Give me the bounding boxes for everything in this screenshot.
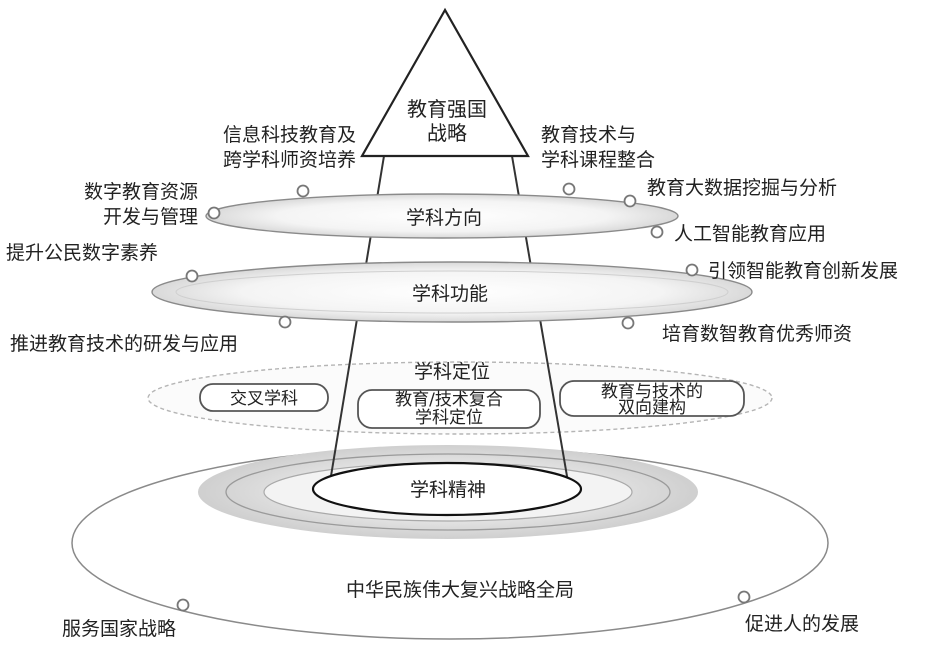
apex-label-line2: 战略 — [427, 121, 467, 145]
direction-disc — [205, 193, 679, 239]
label-direction-top-right-line2: 学科课程整合 — [541, 149, 655, 171]
label-function-right-lower: 培育数智教育优秀师资 — [662, 323, 852, 345]
node-function-left-upper — [185, 269, 199, 283]
function-disc-back — [175, 270, 729, 314]
node-function-right-upper — [685, 263, 699, 277]
label-direction-left-line1: 数字教育资源 — [84, 181, 198, 203]
node-function-right-lower — [621, 316, 635, 330]
positioning-pill-interdisciplinary-text: 交叉学科 — [230, 389, 298, 409]
spirit-ring-middle — [225, 453, 671, 531]
node-direction-top-left — [296, 184, 310, 198]
function-disc — [151, 261, 753, 323]
label-direction-top-left-line1: 信息科技教育及 — [223, 124, 356, 146]
layer-direction-label: 学科方向 — [406, 207, 482, 229]
label-direction-right-upper: 教育大数据挖掘与分析 — [647, 177, 837, 199]
node-direction-right-lower — [650, 225, 664, 239]
node-direction-right-upper — [623, 194, 637, 208]
node-direction-left — [207, 206, 221, 220]
label-direction-right-lower: 人工智能教育应用 — [674, 223, 826, 245]
positioning-pill-composite — [357, 389, 541, 429]
positioning-pill-composite-line1: 教育/技术复合 — [395, 390, 503, 410]
label-base-left: 服务国家战略 — [62, 618, 176, 640]
positioning-pill-bidirectional-line1: 教育与技术的 — [601, 382, 703, 402]
positioning-pill-bidirectional-line2: 双向建构 — [618, 398, 686, 418]
node-base-left — [176, 598, 190, 612]
apex-label-line1: 教育强国 — [407, 97, 487, 121]
positioning-pill-bidirectional — [559, 380, 745, 417]
node-base-right — [737, 590, 751, 604]
layer-national-label: 中华民族伟大复兴战略全局 — [346, 579, 574, 601]
spirit-core — [311, 461, 583, 517]
layer-positioning-label: 学科定位 — [414, 361, 490, 383]
positioning-pill-interdisciplinary — [199, 383, 329, 412]
label-function-left-upper: 提升公民数字素养 — [6, 242, 158, 264]
label-direction-left-line2: 开发与管理 — [103, 206, 198, 228]
label-direction-top-left-line2: 跨学科师资培养 — [223, 149, 356, 171]
layer-spirit-label: 学科精神 — [410, 479, 486, 501]
apex-triangle — [360, 7, 530, 158]
node-direction-top-right — [562, 182, 576, 196]
label-base-right: 促进人的发展 — [745, 613, 859, 635]
layer-function-label: 学科功能 — [412, 283, 488, 305]
label-direction-top-right-line1: 教育技术与 — [541, 124, 636, 146]
node-function-left-lower — [278, 315, 292, 329]
label-function-left-lower: 推进教育技术的研发与应用 — [10, 333, 238, 355]
positioning-pill-composite-line2: 学科定位 — [415, 408, 483, 428]
label-function-right-upper: 引领智能教育创新发展 — [708, 260, 898, 282]
